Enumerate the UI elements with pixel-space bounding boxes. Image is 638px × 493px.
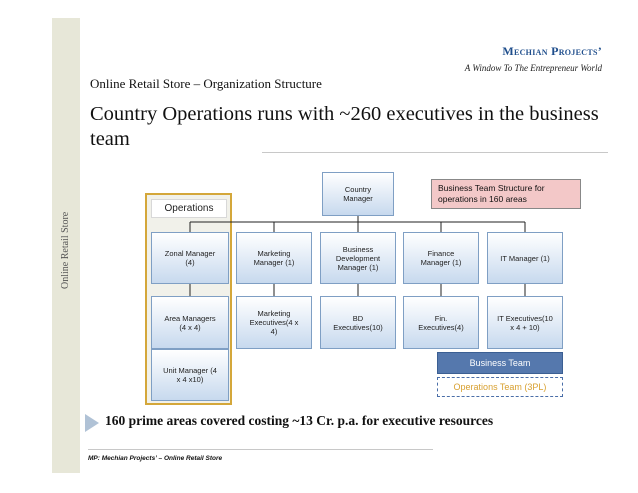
footer-divider bbox=[88, 449, 433, 450]
node-label-line: Executives(4 x bbox=[249, 318, 299, 327]
brand-logo-text: Mechian Projects’ bbox=[502, 44, 602, 58]
node-label-line: Development bbox=[335, 253, 381, 263]
node-label-line: (4) bbox=[185, 258, 195, 267]
node-label-line: Manager (1) bbox=[253, 258, 295, 267]
node-label-line: Unit Manager (4 bbox=[163, 366, 217, 375]
node-label-line: x 4 + 10) bbox=[510, 322, 540, 332]
side-strip bbox=[52, 18, 80, 473]
node-label-line: Area Managers bbox=[164, 313, 216, 323]
node-label-line: Finance bbox=[427, 249, 455, 258]
slide-title: Country Operations runs with ~260 execut… bbox=[90, 103, 599, 150]
node-label-line: Business bbox=[342, 244, 374, 254]
node-label-line: Marketing bbox=[257, 249, 291, 258]
node-area-managers: Area Managers (4 x 4) bbox=[151, 296, 229, 349]
node-label-line: x 4 x10) bbox=[176, 375, 204, 384]
node-fin-executives: Fin. Executives(4) bbox=[403, 296, 479, 349]
slide-subtitle: Online Retail Store – Organization Struc… bbox=[90, 76, 322, 91]
business-team-note: Business Team Structure for operations i… bbox=[431, 179, 581, 209]
legend-business-team: Business Team bbox=[437, 352, 563, 374]
node-country-manager: Country Manager bbox=[322, 172, 394, 216]
node-label-line: IT Executives(10 bbox=[497, 313, 553, 323]
node-label-line: BD bbox=[352, 313, 364, 323]
node-bd-executives: BD Executives(10) bbox=[320, 296, 396, 349]
summary-text: 160 prime areas covered costing ~13 Cr. … bbox=[105, 413, 494, 428]
node-label-line: Fin. bbox=[434, 313, 448, 323]
operations-label: Operations bbox=[151, 199, 227, 218]
brand-tagline: A Window To The Entrepreneur World bbox=[464, 63, 602, 73]
node-zonal-manager: Zonal Manager (4) bbox=[151, 232, 229, 284]
title-divider bbox=[262, 152, 608, 153]
node-label-line: Executives(10) bbox=[333, 322, 383, 332]
legend-operations-team: Operations Team (3PL) bbox=[437, 377, 563, 397]
node-label-line: IT Manager (1) bbox=[500, 253, 550, 263]
node-it-executives: IT Executives(10 x 4 + 10) bbox=[487, 296, 563, 349]
arrow-bullet-icon bbox=[85, 414, 99, 432]
node-label-line: Executives(4) bbox=[418, 322, 464, 332]
node-label-line: 4) bbox=[270, 327, 278, 336]
node-label-line: Marketing bbox=[257, 309, 291, 318]
node-finance-manager: Finance Manager (1) bbox=[403, 232, 479, 284]
node-label-line: Manager (1) bbox=[420, 258, 462, 267]
node-marketing-manager: Marketing Manager (1) bbox=[236, 232, 312, 284]
node-label-line: Manager bbox=[343, 194, 373, 203]
node-marketing-executives: Marketing Executives(4 x 4) bbox=[236, 296, 312, 349]
node-it-manager: IT Manager (1) bbox=[487, 232, 563, 284]
node-label-line: Zonal Manager bbox=[164, 249, 216, 258]
node-label-line: Country bbox=[344, 185, 372, 194]
node-bizdev-manager: Business Development Manager (1) bbox=[320, 232, 396, 284]
footnote: MP: Mechian Projects’ – Online Retail St… bbox=[88, 455, 223, 462]
node-label-line: Manager (1) bbox=[337, 262, 379, 272]
node-unit-manager: Unit Manager (4 x 4 x10) bbox=[151, 349, 229, 401]
node-label-line: (4 x 4) bbox=[179, 322, 201, 332]
